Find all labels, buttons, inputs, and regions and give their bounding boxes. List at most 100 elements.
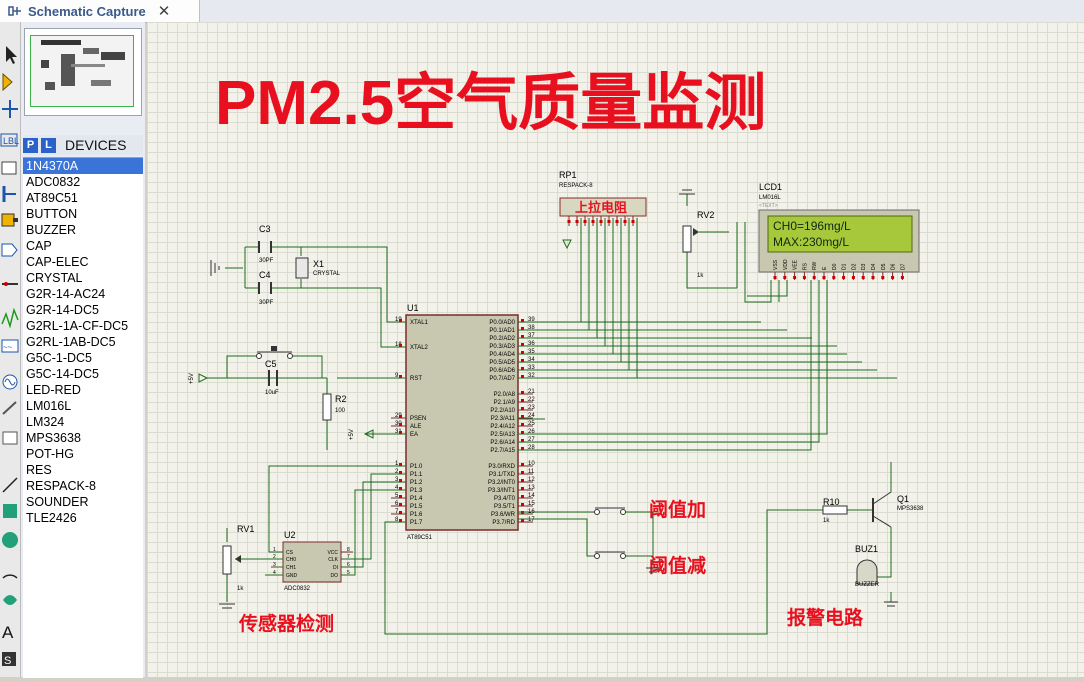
- device-list-item[interactable]: G5C-1-DC5: [26, 351, 92, 365]
- device-list-item[interactable]: CAP: [26, 239, 52, 253]
- respack-rp1[interactable]: RP1 RESPACK-8 上拉电阻: [559, 170, 647, 250]
- box-icon[interactable]: [3, 504, 17, 518]
- device-list-item[interactable]: POT-HG: [26, 447, 74, 461]
- path-icon[interactable]: [3, 595, 17, 605]
- component-icon[interactable]: [2, 72, 13, 92]
- reset-button[interactable]: [256, 346, 293, 359]
- mcu-pin-label: P3.3/INT1: [488, 488, 516, 494]
- buz1-ref: BUZ1: [855, 544, 878, 554]
- capacitor-c5[interactable]: C5 10uF: [265, 359, 279, 396]
- device-list-item[interactable]: LM016L: [26, 399, 72, 413]
- terminal-icon[interactable]: [1, 243, 18, 257]
- arc-icon[interactable]: [2, 574, 18, 579]
- mcu-pin-number: 3: [395, 477, 399, 483]
- transistor-q1[interactable]: Q1 MPS3638: [872, 491, 924, 528]
- generator-icon[interactable]: [2, 374, 18, 390]
- device-list-item[interactable]: 1N4370A: [23, 158, 143, 174]
- wire-label-icon[interactable]: LBL: [0, 133, 19, 147]
- threshold-up-button[interactable]: [594, 507, 626, 515]
- ground-symbol-crystal: [210, 260, 220, 276]
- junction-icon[interactable]: [2, 100, 18, 118]
- device-list-item[interactable]: MPS3638: [26, 431, 81, 445]
- vcc-reset: +5V: [189, 373, 209, 384]
- text-script-icon[interactable]: [1, 161, 17, 175]
- mcu-pin-number: 25: [528, 421, 535, 427]
- crystal-x1[interactable]: X1 CRYSTAL: [295, 257, 341, 279]
- circle-icon[interactable]: [2, 532, 18, 548]
- overview-window[interactable]: [24, 28, 142, 116]
- tab-schematic-capture[interactable]: Schematic Capture ✕: [0, 0, 200, 22]
- c3-ref: C3: [259, 224, 271, 234]
- mcu-pin-number: 11: [528, 469, 535, 475]
- select-arrow-icon[interactable]: [6, 46, 17, 64]
- device-list-item[interactable]: G2RL-1AB-DC5: [26, 335, 116, 349]
- tab-bar: Schematic Capture ✕: [0, 0, 1084, 23]
- device-list-item[interactable]: LED-RED: [26, 383, 81, 397]
- rp1-ref: RP1: [559, 170, 577, 180]
- device-list-item[interactable]: RESPACK-8: [26, 479, 96, 493]
- buzzer-buz1[interactable]: BUZ1 BUZZER: [855, 544, 898, 607]
- library-manager-button[interactable]: L: [41, 137, 56, 153]
- rp1-part: RESPACK-8: [559, 183, 593, 189]
- resistor-r10[interactable]: R10 1k: [822, 497, 848, 524]
- threshold-down-button[interactable]: [594, 551, 626, 559]
- potentiometer-rv1[interactable]: RV1 1k: [219, 524, 254, 609]
- line-icon[interactable]: [2, 477, 18, 493]
- mcu-pin-label: P3.4/T0: [494, 496, 516, 502]
- capacitor-c3[interactable]: C3 30PF: [258, 224, 274, 264]
- mcu-pin-number: 28: [528, 445, 535, 451]
- potentiometer-rv2[interactable]: RV2 1k: [679, 189, 714, 279]
- vcc-label-1: +5V: [189, 373, 195, 384]
- lcd-pin-label: D4: [871, 263, 877, 270]
- virtual-instrument-icon[interactable]: [2, 431, 18, 445]
- device-list-item[interactable]: AT89C51: [26, 191, 78, 205]
- graph-icon[interactable]: [1, 307, 19, 329]
- adc-pin-number: 8: [347, 547, 350, 553]
- devices-header: P L DEVICES: [23, 135, 143, 155]
- device-list-item[interactable]: G2R-14-AC24: [26, 287, 106, 301]
- c4-ref: C4: [259, 270, 271, 280]
- subcircuit-icon[interactable]: [1, 213, 18, 227]
- rv2-value: 1k: [697, 273, 704, 279]
- pin-icon[interactable]: [2, 282, 18, 286]
- device-list-item[interactable]: LM324: [26, 415, 65, 429]
- device-list-item[interactable]: G5C-14-DC5: [26, 367, 99, 381]
- probe-icon[interactable]: [2, 401, 17, 415]
- threshold-up-label: 阈值加: [649, 498, 706, 521]
- device-list-item[interactable]: ADC0832: [26, 175, 81, 189]
- device-list-item[interactable]: G2R-14-DC5: [26, 303, 99, 317]
- devices-title: DEVICES: [65, 137, 127, 153]
- mcu-pin-number: 38: [528, 325, 535, 331]
- mcu-pin-number: 10: [528, 461, 535, 467]
- mcu-pin-label: P0.7/AD7: [489, 376, 515, 382]
- resistor-r2[interactable]: R2 100: [322, 393, 347, 421]
- device-list-item[interactable]: BUZZER: [26, 223, 76, 237]
- mcu-pin-label: P1.5: [410, 504, 423, 510]
- tape-icon[interactable]: ~~: [1, 339, 19, 353]
- symbol-icon[interactable]: S: [2, 652, 16, 667]
- device-list-item[interactable]: CRYSTAL: [26, 271, 83, 285]
- device-list-item[interactable]: G2RL-1A-CF-DC5: [26, 319, 129, 333]
- pick-devices-button[interactable]: P: [23, 137, 38, 153]
- device-list-item[interactable]: TLE2426: [26, 511, 77, 525]
- lcd-lcd1[interactable]: LCD1 LM016L <TEXT> CH0=196mg/L MAX:230mg…: [758, 182, 920, 280]
- mcu-pin-number: 33: [528, 365, 535, 371]
- capacitor-c4[interactable]: C4 30PF: [258, 270, 274, 306]
- device-list-item[interactable]: BUTTON: [26, 207, 78, 221]
- mcu-pin-number: 5: [395, 493, 399, 499]
- mcu-pin-number: 18: [395, 342, 402, 348]
- bus-icon[interactable]: [2, 186, 16, 202]
- device-list-item[interactable]: RES: [26, 463, 52, 477]
- mcu-pin-label: P2.1/A9: [494, 400, 516, 406]
- device-list-item[interactable]: CAP-ELEC: [26, 255, 89, 269]
- close-icon[interactable]: ✕: [157, 3, 171, 20]
- overview-viewport[interactable]: [30, 35, 134, 107]
- mcu-pin-number: 35: [528, 349, 535, 355]
- adc-pin-label: CH1: [286, 565, 296, 571]
- text-icon[interactable]: A: [2, 623, 14, 642]
- device-list-item[interactable]: SOUNDER: [26, 495, 89, 509]
